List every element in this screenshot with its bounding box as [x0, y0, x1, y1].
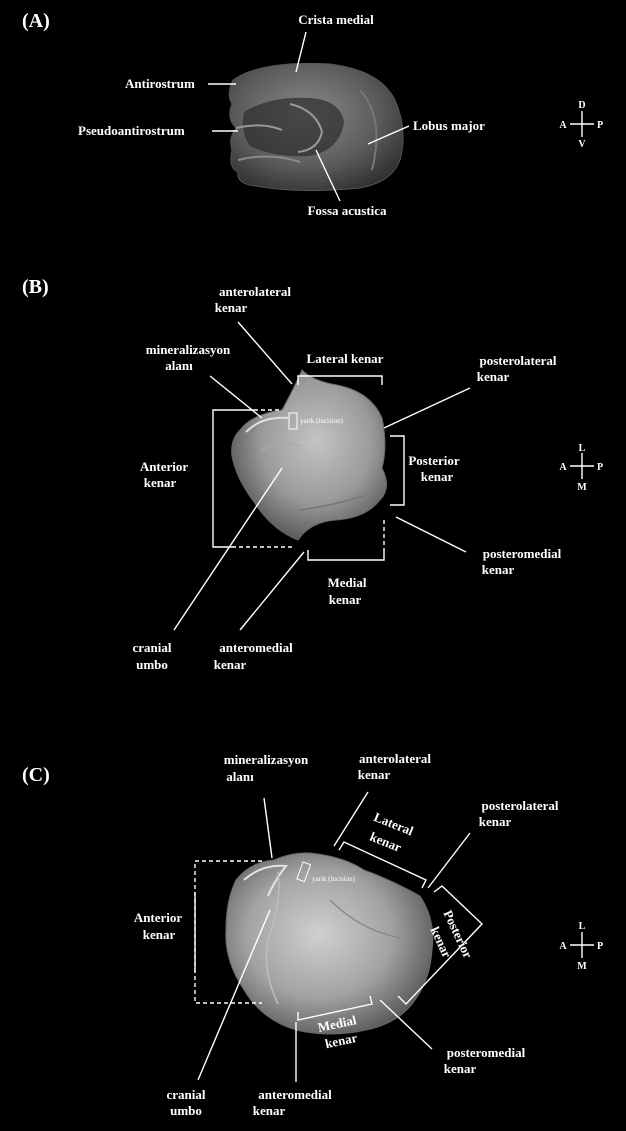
b-posterolateral-label-1: posterolateral — [479, 353, 556, 368]
b-posteromedial-label-2: kenar — [482, 562, 515, 577]
compass-b-right: P — [597, 462, 603, 473]
b-medial-label-1: Medial — [328, 575, 367, 590]
b-cranial-umbo-label-2: umbo — [136, 657, 168, 672]
compass-c-top: L — [579, 921, 586, 932]
panel-a: (A) Crista medial Antirostrum Pseudoanti… — [22, 10, 603, 218]
pseudoantirostrum-label: Pseudoantirostrum — [78, 123, 185, 138]
c-anterior-label-2: kenar — [143, 927, 176, 942]
b-anterolateral-label-1: anterolateral — [219, 284, 291, 299]
panel-c-letter: (C) — [22, 764, 50, 786]
c-mineralization-label-1: mineralizasyon — [224, 752, 309, 767]
b-posteromedial-leader — [396, 517, 466, 552]
antirostrum-label: Antirostrum — [125, 76, 195, 91]
b-anteromedial-label-2: kenar — [214, 657, 247, 672]
c-posteromedial-label-2: kenar — [444, 1061, 477, 1076]
b-anteromedial-leader — [240, 552, 304, 630]
c-anterolateral-leader — [334, 792, 368, 846]
orientation-compass-b: L M A P — [559, 443, 603, 493]
otolith-image-b — [232, 370, 387, 540]
c-posterolateral-label-2: kenar — [479, 814, 512, 829]
b-posterolateral-label-2: kenar — [477, 369, 510, 384]
compass-b-left: A — [559, 462, 567, 473]
b-posterior-bracket — [390, 436, 404, 505]
c-cranial-umbo-label-1: cranial — [167, 1087, 206, 1102]
compass-c-right: P — [597, 941, 603, 952]
b-medial-label-2: kenar — [329, 592, 362, 607]
b-posteromedial-label-1: posteromedial — [483, 546, 562, 561]
b-posterolateral-leader — [384, 388, 470, 428]
orientation-compass-c: L M A P — [559, 921, 603, 972]
lobus-major-label: Lobus major — [413, 118, 485, 133]
b-mineralization-label-2: alanı — [165, 358, 193, 373]
b-lateral-label: Lateral kenar — [307, 351, 384, 366]
b-cranial-umbo-leader — [174, 468, 282, 630]
fossa-acustica-label: Fossa acustica — [307, 203, 387, 218]
otolith-image-a — [229, 63, 403, 190]
c-mineralization-label-2: alanı — [226, 769, 254, 784]
compass-b-bottom: M — [577, 482, 587, 493]
c-posteromedial-label-1: posteromedial — [447, 1045, 526, 1060]
b-anterior-label-1: Anterior — [140, 459, 189, 474]
b-anterolateral-label-2: kenar — [215, 300, 248, 315]
c-posterolateral-leader — [428, 833, 470, 888]
panel-a-letter: (A) — [22, 10, 50, 32]
orientation-compass-a: D V A P — [559, 100, 603, 150]
b-incision-label: yarık (incision) — [300, 417, 344, 425]
c-mineralization-leader — [264, 798, 272, 858]
b-cranial-umbo-label-1: cranial — [133, 640, 172, 655]
b-anteromedial-label-1: anteromedial — [219, 640, 293, 655]
c-anterolateral-label-1: anterolateral — [359, 751, 431, 766]
c-cranial-umbo-label-2: umbo — [170, 1103, 202, 1118]
c-anteromedial-label-2: kenar — [253, 1103, 286, 1118]
b-posterior-label-1: Posterior — [408, 453, 459, 468]
compass-a-top: D — [578, 100, 585, 111]
b-anterolateral-leader — [238, 322, 292, 384]
compass-b-top: L — [579, 443, 586, 454]
compass-c-bottom: M — [577, 961, 587, 972]
b-mineralization-leader — [210, 376, 262, 418]
c-incision-label: yarık (incision) — [312, 875, 356, 883]
b-anterior-label-2: kenar — [144, 475, 177, 490]
c-anteromedial-label-1: anteromedial — [258, 1087, 332, 1102]
c-anterior-label-1: Anterior — [134, 910, 183, 925]
crista-medial-label: Crista medial — [298, 12, 374, 27]
compass-a-left: A — [559, 120, 567, 131]
compass-a-bottom: V — [578, 139, 586, 150]
b-mineralization-label-1: mineralizasyon — [146, 342, 231, 357]
c-posterolateral-label-1: posterolateral — [481, 798, 558, 813]
b-posterior-label-2: kenar — [421, 469, 454, 484]
panel-b: (B) anterolateral kenar mineralizasyon a… — [22, 276, 603, 672]
c-anterolateral-label-2: kenar — [358, 767, 391, 782]
compass-a-right: P — [597, 120, 603, 131]
compass-c-left: A — [559, 941, 567, 952]
b-medial-bracket — [308, 550, 384, 560]
panel-c: (C) mineralizasyon alanı anterolateral k… — [22, 751, 603, 1118]
panel-b-letter: (B) — [22, 276, 49, 298]
